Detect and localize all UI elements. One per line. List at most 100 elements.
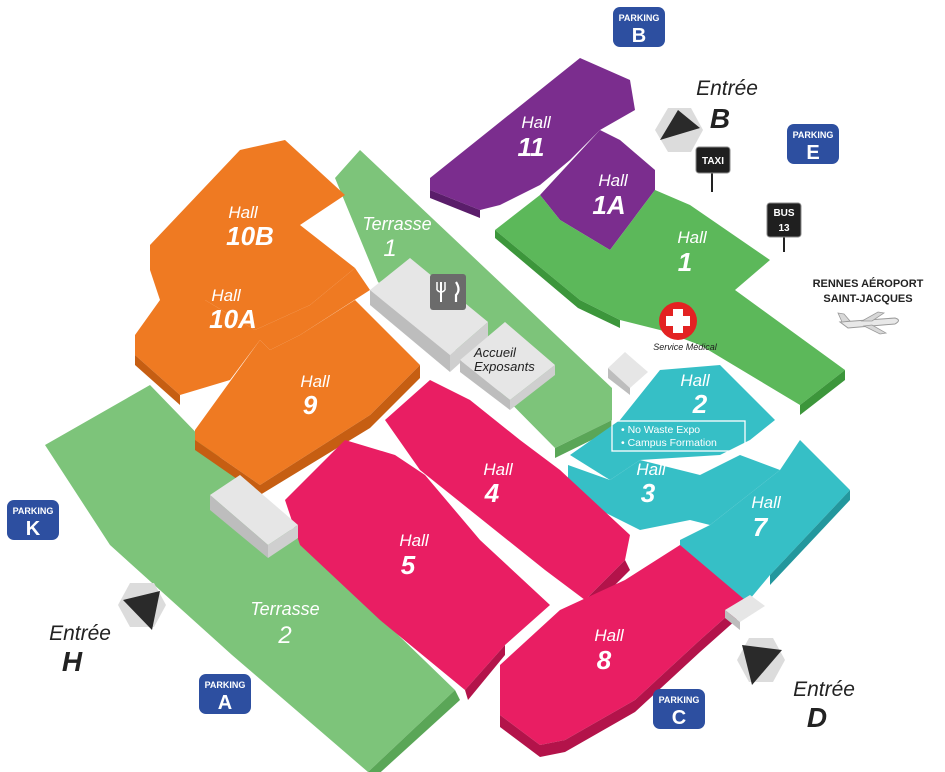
svg-text:Exposants: Exposants	[474, 359, 535, 374]
entrance-b-label: Entrée B	[696, 77, 758, 134]
svg-text:11: 11	[518, 132, 545, 162]
hall-2-events-box: • No Waste Expo • Campus Formation	[611, 420, 746, 452]
parking-a-sign[interactable]: PARKING A	[199, 674, 251, 714]
svg-text:Entrée: Entrée	[49, 622, 111, 645]
svg-text:10B: 10B	[226, 221, 274, 251]
svg-text:Hall: Hall	[483, 460, 514, 479]
hall-10a-label: Hall 10A	[209, 286, 257, 334]
hall-11-label: Hall 11	[518, 113, 552, 162]
fork-knife-icon[interactable]	[430, 274, 466, 310]
service-medical-label: Service Médical	[653, 342, 718, 352]
svg-text:SAINT-JACQUES: SAINT-JACQUES	[823, 293, 912, 305]
hall-5-building[interactable]	[285, 440, 550, 700]
svg-text:Hall: Hall	[677, 228, 708, 247]
svg-text:Hall: Hall	[211, 286, 242, 305]
red-cross-icon[interactable]	[659, 302, 697, 340]
svg-text:PARKING: PARKING	[659, 695, 700, 705]
terrasse-1-label: Terrasse 1	[362, 214, 431, 262]
parking-c-sign[interactable]: PARKING C	[653, 689, 705, 729]
svg-text:B: B	[710, 103, 730, 134]
svg-text:9: 9	[303, 390, 318, 420]
svg-text:5: 5	[401, 550, 416, 580]
svg-text:1: 1	[383, 235, 396, 262]
svg-text:Hall: Hall	[636, 460, 667, 479]
hall-9-label: Hall 9	[300, 372, 331, 420]
hall-1-building[interactable]	[495, 190, 845, 415]
parking-k-sign[interactable]: PARKING K	[7, 500, 59, 540]
svg-text:• No Waste Expo: • No Waste Expo	[621, 424, 700, 436]
hall-2-label: Hall 2	[680, 371, 711, 419]
svg-text:Accueil: Accueil	[473, 345, 517, 360]
svg-text:10A: 10A	[209, 304, 257, 334]
hall-8-label: Hall 8	[594, 626, 625, 675]
svg-text:BUS: BUS	[773, 208, 794, 219]
svg-text:Hall: Hall	[680, 371, 711, 390]
svg-text:Hall: Hall	[228, 203, 259, 222]
svg-text:1A: 1A	[592, 190, 625, 220]
svg-text:7: 7	[753, 512, 769, 542]
svg-text:13: 13	[778, 223, 790, 234]
plane-icon	[837, 311, 899, 335]
hall-10a-building[interactable]	[135, 268, 370, 405]
hall-10b-building[interactable]	[150, 140, 355, 330]
hall-1a-label: Hall 1A	[592, 171, 628, 220]
svg-text:Hall: Hall	[594, 626, 625, 645]
accueil-exposants-label: Accueil Exposants	[473, 345, 535, 374]
hall-7-label: Hall 7	[751, 493, 782, 542]
entrance-d-building	[725, 595, 765, 630]
hall-1-label: Hall 1	[677, 228, 708, 277]
svg-text:4: 4	[484, 478, 500, 508]
svg-text:Hall: Hall	[300, 372, 331, 391]
hall-10b-label: Hall 10B	[226, 203, 274, 251]
svg-text:K: K	[26, 518, 41, 540]
svg-text:TAXI: TAXI	[702, 156, 724, 167]
svg-text:1: 1	[678, 247, 692, 277]
svg-text:E: E	[806, 142, 819, 164]
svg-text:C: C	[672, 707, 686, 729]
svg-text:Hall: Hall	[598, 171, 629, 190]
svg-text:PARKING: PARKING	[793, 130, 834, 140]
svg-text:Terrasse: Terrasse	[362, 214, 431, 234]
svg-text:D: D	[807, 702, 827, 733]
entrance-h-label: Entrée H	[49, 622, 111, 677]
airport-label: RENNES AÉROPORT SAINT-JACQUES	[813, 277, 924, 305]
entrance-b-arrow-icon[interactable]	[655, 108, 703, 152]
hall-1a-building[interactable]	[540, 130, 655, 250]
bus-sign: BUS 13	[766, 202, 802, 252]
entrance-d-arrow-icon[interactable]	[737, 638, 785, 685]
hall-11-building[interactable]	[430, 58, 635, 218]
parking-b-sign[interactable]: PARKING B	[613, 7, 665, 47]
svg-text:H: H	[62, 646, 83, 677]
svg-text:RENNES AÉROPORT: RENNES AÉROPORT	[813, 277, 924, 290]
entrance-d-label: Entrée D	[793, 678, 855, 733]
terrasse-2-area[interactable]	[45, 385, 460, 772]
parking-e-sign[interactable]: PARKING E	[787, 124, 839, 164]
svg-text:• Campus Formation: • Campus Formation	[621, 437, 717, 449]
svg-text:3: 3	[641, 478, 656, 508]
hall-8-building[interactable]	[500, 545, 745, 757]
svg-text:PARKING: PARKING	[13, 506, 54, 516]
taxi-sign: TAXI	[695, 146, 731, 192]
entrance-h-arrow-icon[interactable]	[118, 583, 166, 630]
svg-text:Terrasse: Terrasse	[250, 599, 319, 619]
svg-text:A: A	[218, 692, 232, 714]
svg-text:Hall: Hall	[751, 493, 782, 512]
svg-text:2: 2	[692, 389, 708, 419]
svg-text:2: 2	[277, 622, 291, 649]
svg-text:Entrée: Entrée	[696, 77, 758, 100]
svg-text:PARKING: PARKING	[205, 680, 246, 690]
svg-text:PARKING: PARKING	[619, 13, 660, 23]
svg-text:Entrée: Entrée	[793, 678, 855, 701]
accueil-exposants-building[interactable]	[460, 322, 555, 410]
entrance-h-building	[210, 475, 298, 558]
hall-3-label: Hall 3	[636, 460, 667, 508]
hall-7-building[interactable]	[680, 440, 850, 605]
svg-text:Hall: Hall	[521, 113, 552, 132]
terrasse-2-label: Terrasse 2	[250, 599, 319, 649]
hall-4-label: Hall 4	[483, 460, 514, 508]
hall-5-label: Hall 5	[399, 531, 430, 580]
svg-text:8: 8	[597, 645, 612, 675]
restaurant-building	[370, 258, 488, 372]
service-building-small	[608, 352, 648, 395]
